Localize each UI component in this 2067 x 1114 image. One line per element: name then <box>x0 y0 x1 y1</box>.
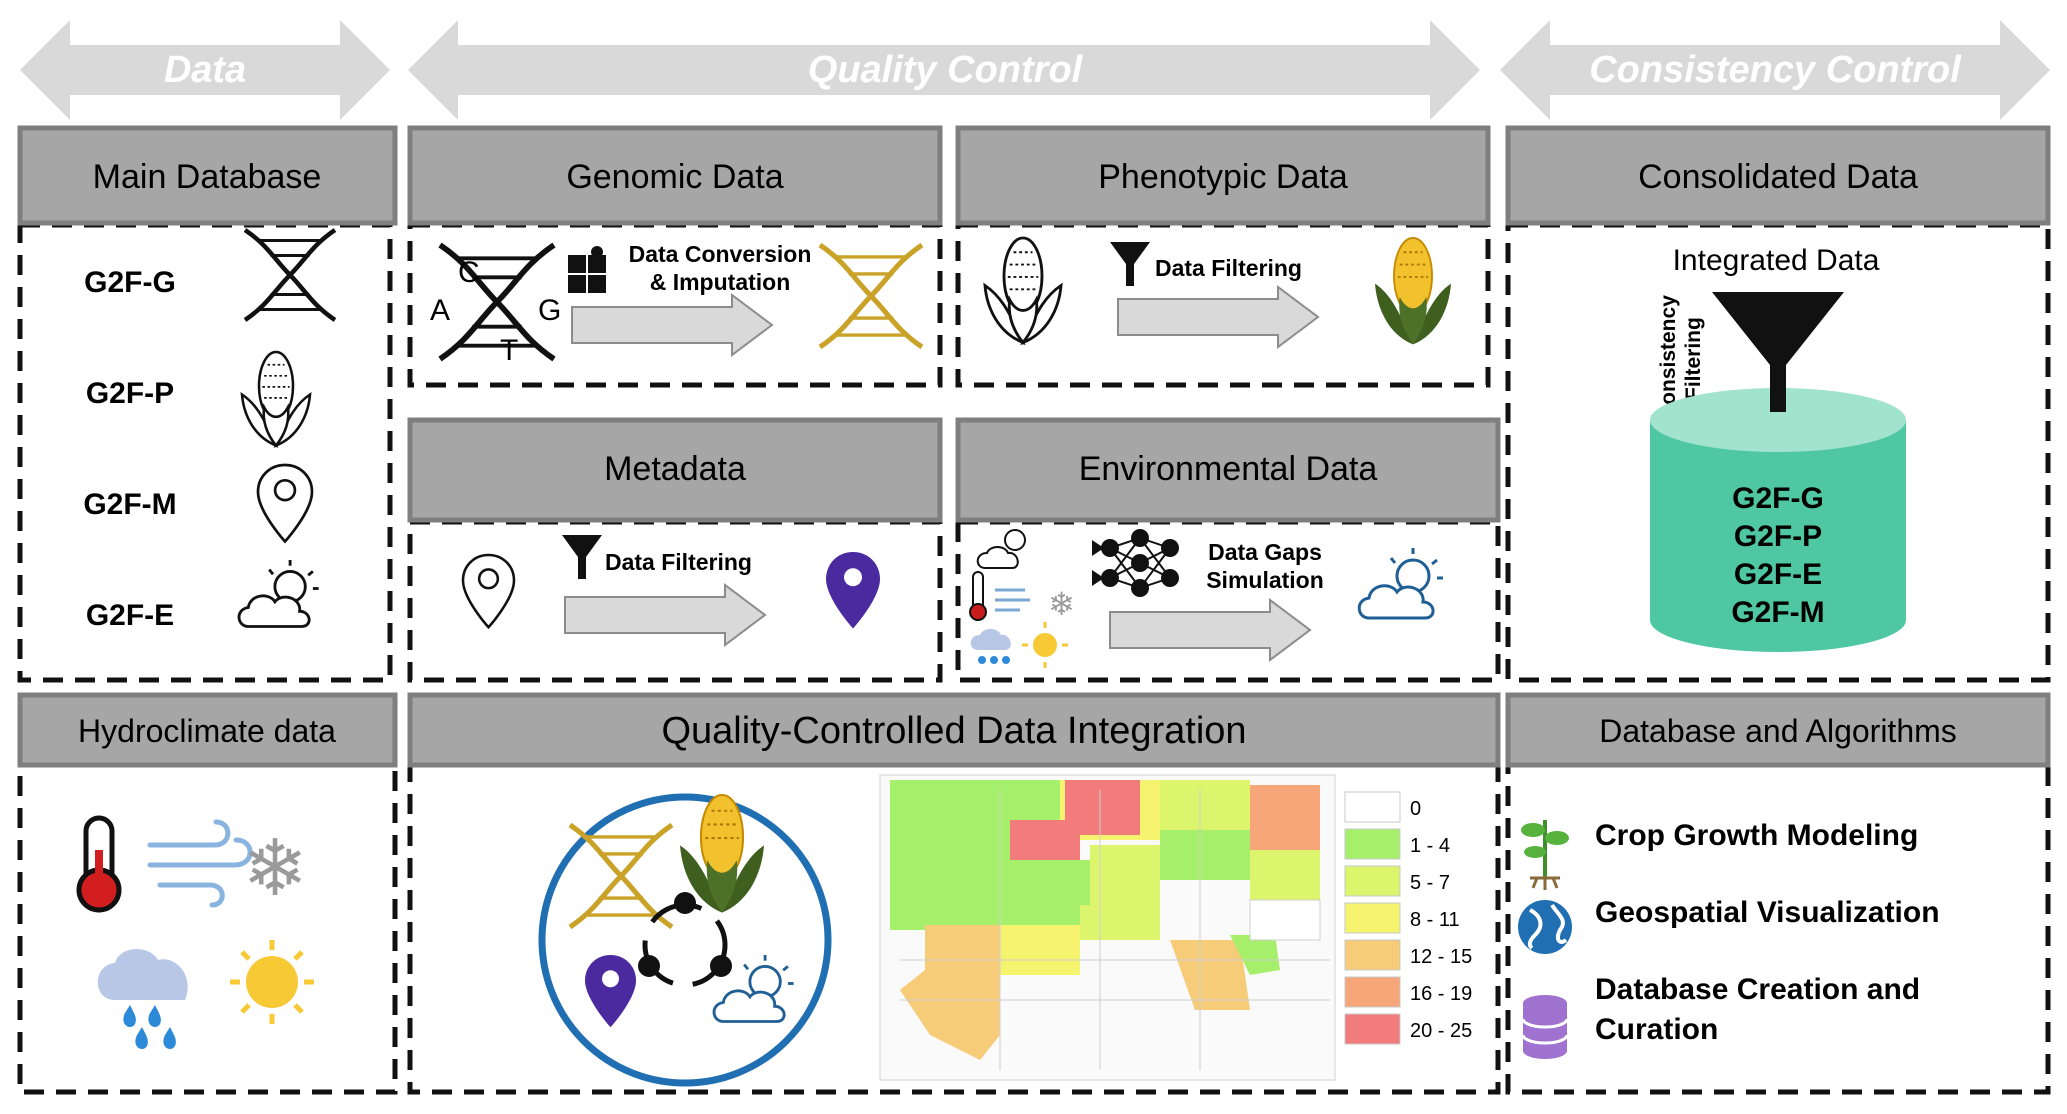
consistency-label: Consistency <box>1657 295 1680 420</box>
process-arrow <box>1109 599 1311 661</box>
corn-icon <box>240 350 312 447</box>
legend-swatch <box>1344 828 1401 860</box>
main-db-item-e: G2F-E <box>86 599 174 632</box>
corn-color-icon <box>1374 237 1452 346</box>
consolidated-data-title: Consolidated Data <box>1638 158 1918 196</box>
integration-panel: Quality-Controlled Data Integration <box>407 692 1501 1095</box>
wind-icon <box>147 819 253 908</box>
metadata-title: Metadata <box>604 450 746 488</box>
quality-control-arrow: Quality Control <box>408 20 1480 120</box>
base-letter-t: T <box>500 334 518 367</box>
snowflake-icon: ❄ <box>242 824 307 912</box>
database-icon <box>1521 995 1569 1059</box>
legend-label: 16 - 19 <box>1410 983 1472 1005</box>
process-arrow <box>1117 286 1319 348</box>
base-letter-c: C <box>458 256 480 289</box>
curation-label: Curation <box>1595 1013 1718 1046</box>
base-letter-a: A <box>430 294 450 327</box>
environmental-step-line1: Data Gaps <box>1208 539 1322 565</box>
genomic-step-line1: Data Conversion <box>629 241 812 267</box>
quality-control-label: Quality Control <box>808 49 1084 91</box>
environmental-data-title: Environmental Data <box>1079 450 1378 488</box>
hydroclimate-title: Hydroclimate data <box>78 713 336 749</box>
consistency-control-arrow: Consistency Control <box>1500 20 2050 120</box>
genomic-data-title: Genomic Data <box>566 158 783 196</box>
dna-icon <box>245 230 335 320</box>
funnel-icon <box>1110 242 1150 286</box>
consistency-control-label: Consistency Control <box>1589 49 1962 91</box>
svg-text:❄: ❄ <box>1048 586 1075 622</box>
crop-growth-label: Crop Growth Modeling <box>1595 819 1918 852</box>
globe-icon <box>1518 900 1572 954</box>
phenotypic-data-title: Phenotypic Data <box>1098 158 1348 196</box>
sun-icon <box>230 940 314 1024</box>
metadata-step-label: Data Filtering <box>605 549 752 575</box>
integrated-data-label: Integrated Data <box>1673 244 1880 277</box>
sprout-icon <box>1521 820 1569 890</box>
legend-label: 8 - 11 <box>1410 909 1460 931</box>
puzzle-icon <box>568 246 606 293</box>
neural-network-icon <box>1092 529 1179 597</box>
cylinder-item-g: G2F-G <box>1732 482 1824 515</box>
genomic-data-panel: Genomic Data A C T G Data Conversion & I… <box>407 125 943 388</box>
process-arrow <box>564 584 766 646</box>
cylinder-item-m: G2F-M <box>1731 596 1824 629</box>
metadata-panel: Metadata Data Filtering <box>407 417 943 683</box>
database-creation-label: Database Creation and <box>1595 973 1920 1006</box>
main-database-title: Main Database <box>93 158 322 196</box>
legend-swatch <box>1344 865 1401 897</box>
main-database-panel: Main Database G2F-G G2F-P G2F-M G2F-E <box>17 125 398 683</box>
map-legend: 0 1 - 4 5 - 7 8 - 11 12 - 15 16 - 19 20 - 25 <box>1344 791 1472 1045</box>
funnel-icon <box>1712 292 1844 412</box>
integration-hub-icon <box>638 892 732 988</box>
location-pin-icon <box>256 463 314 543</box>
integration-title: Quality-Controlled Data Integration <box>661 710 1246 752</box>
legend-swatch <box>1344 1013 1401 1045</box>
phenotypic-step-label: Data Filtering <box>1155 255 1302 281</box>
process-arrow <box>571 294 773 356</box>
main-db-item-p: G2F-P <box>86 377 174 410</box>
legend-swatch <box>1344 939 1401 971</box>
cloud-sun-blue-icon <box>1357 546 1445 620</box>
environmental-data-panel: Environmental Data ❄ Data Gaps Simulatio <box>955 417 1501 683</box>
data-arrow: Data <box>20 20 390 120</box>
location-pin-purple-icon <box>826 552 880 629</box>
environmental-step-line2: Simulation <box>1206 567 1324 593</box>
legend-label: 20 - 25 <box>1410 1020 1472 1042</box>
database-cylinder-icon <box>1650 388 1906 652</box>
main-db-item-m: G2F-M <box>83 488 176 521</box>
hydroclimate-panel: Hydroclimate data ❄ <box>17 692 398 1095</box>
cylinder-item-e: G2F-E <box>1734 558 1822 591</box>
legend-label: 0 <box>1410 798 1421 820</box>
rain-cloud-icon <box>97 949 188 1049</box>
dna-gold-icon <box>820 245 922 347</box>
weather-cluster-icon: ❄ <box>969 529 1075 668</box>
algorithms-panel: Database and Algorithms Crop Growth Mode… <box>1505 692 2051 1095</box>
location-pin-icon <box>461 553 516 629</box>
phenotypic-data-panel: Phenotypic Data Data Filtering <box>955 125 1491 388</box>
algorithms-title: Database and Algorithms <box>1599 713 1957 749</box>
genomic-step-line2: & Imputation <box>650 269 791 295</box>
cylinder-item-p: G2F-P <box>1734 520 1822 553</box>
main-db-item-g: G2F-G <box>84 266 176 299</box>
consolidated-data-panel: Consolidated Data Integrated Data Consis… <box>1505 125 2051 683</box>
us-county-map <box>879 774 1336 1081</box>
filtering-label: Filtering <box>1682 317 1705 400</box>
legend-swatch <box>1344 902 1401 934</box>
legend-swatch <box>1344 791 1401 823</box>
thermometer-icon <box>76 815 122 913</box>
corn-outline-icon <box>983 236 1063 344</box>
legend-label: 12 - 15 <box>1410 946 1472 968</box>
funnel-icon <box>562 535 602 579</box>
base-letter-g: G <box>538 294 561 327</box>
data-arrow-label: Data <box>164 49 246 91</box>
legend-swatch <box>1344 976 1401 1008</box>
legend-label: 5 - 7 <box>1410 872 1450 894</box>
legend-label: 1 - 4 <box>1410 835 1450 857</box>
geospatial-label: Geospatial Visualization <box>1595 896 1940 929</box>
cloud-sun-icon <box>237 558 321 628</box>
